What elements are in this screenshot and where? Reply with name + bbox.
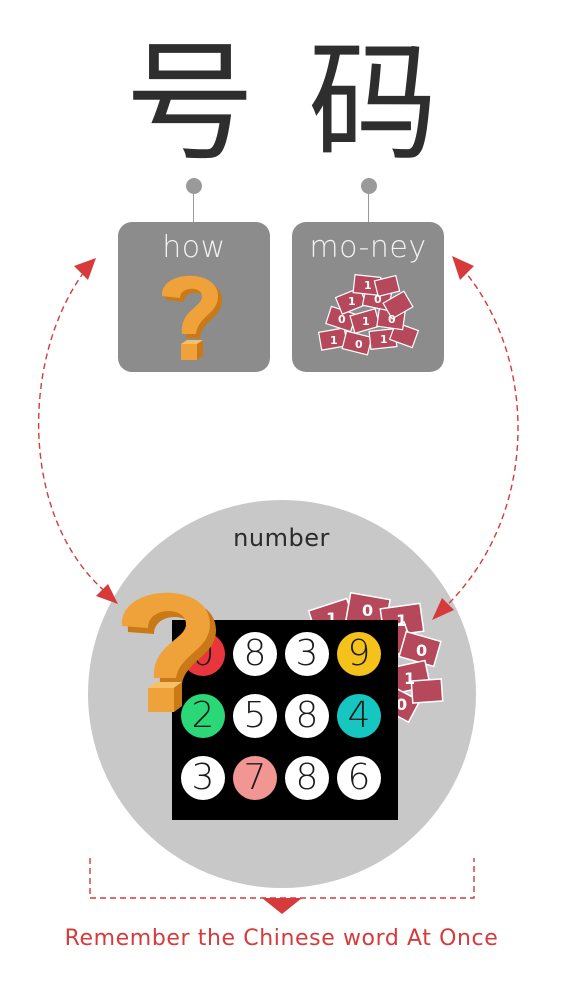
- number-ball: 8: [285, 756, 329, 800]
- svg-text:1: 1: [396, 611, 407, 630]
- svg-text:1: 1: [330, 334, 338, 347]
- hanzi-hao: 号: [124, 27, 255, 179]
- svg-text:0: 0: [416, 641, 427, 660]
- number-ball: 8: [285, 694, 329, 738]
- card-label-money: mo-ney: [309, 230, 427, 265]
- footer-bracket: [89, 858, 475, 899]
- connector-dot-how: [186, 178, 202, 194]
- svg-text:0: 0: [338, 313, 346, 326]
- number-ball: 9: [337, 632, 381, 676]
- hanzi-ma: 码: [307, 27, 438, 179]
- number-ball: 5: [233, 694, 277, 738]
- question-mark-large-icon: [121, 592, 216, 712]
- svg-text:0: 0: [362, 601, 373, 620]
- footer-caption: Remember the Chinese word At Once: [64, 926, 499, 951]
- connector-dot-money: [361, 178, 377, 194]
- number-ball: 4: [337, 694, 381, 738]
- svg-text:0: 0: [396, 695, 407, 714]
- svg-text:1: 1: [380, 333, 388, 346]
- connector-stem-how: [193, 194, 194, 222]
- arrowhead-right-bottom: [432, 598, 454, 620]
- svg-text:0: 0: [388, 313, 396, 326]
- arrow-right-path: [439, 267, 519, 613]
- connector-stem-money: [368, 194, 369, 222]
- number-ball: 6: [337, 756, 381, 800]
- svg-text:1: 1: [362, 315, 370, 328]
- number-ball: 3: [181, 756, 225, 800]
- card-how: how: [118, 222, 270, 372]
- number-ball: 7: [233, 756, 277, 800]
- arrowhead-right-top: [452, 256, 474, 280]
- svg-text:0: 0: [374, 293, 382, 306]
- svg-text:1: 1: [364, 279, 372, 292]
- card-label-how: how: [162, 230, 226, 265]
- number-ball: 3: [285, 632, 329, 676]
- question-mark-icon: [161, 275, 222, 360]
- svg-text:1: 1: [404, 669, 415, 688]
- svg-text:0: 0: [355, 338, 363, 351]
- svg-text:1: 1: [326, 609, 337, 628]
- arrow-left-path: [37, 271, 109, 595]
- footer-pointer: [262, 898, 302, 914]
- arrowhead-left-bottom: [96, 584, 118, 604]
- number-ball: 2: [181, 694, 225, 738]
- number-label: number: [233, 524, 330, 552]
- arrowhead-left-top: [74, 258, 96, 280]
- svg-text:1: 1: [348, 295, 356, 308]
- number-ball: 8: [233, 632, 277, 676]
